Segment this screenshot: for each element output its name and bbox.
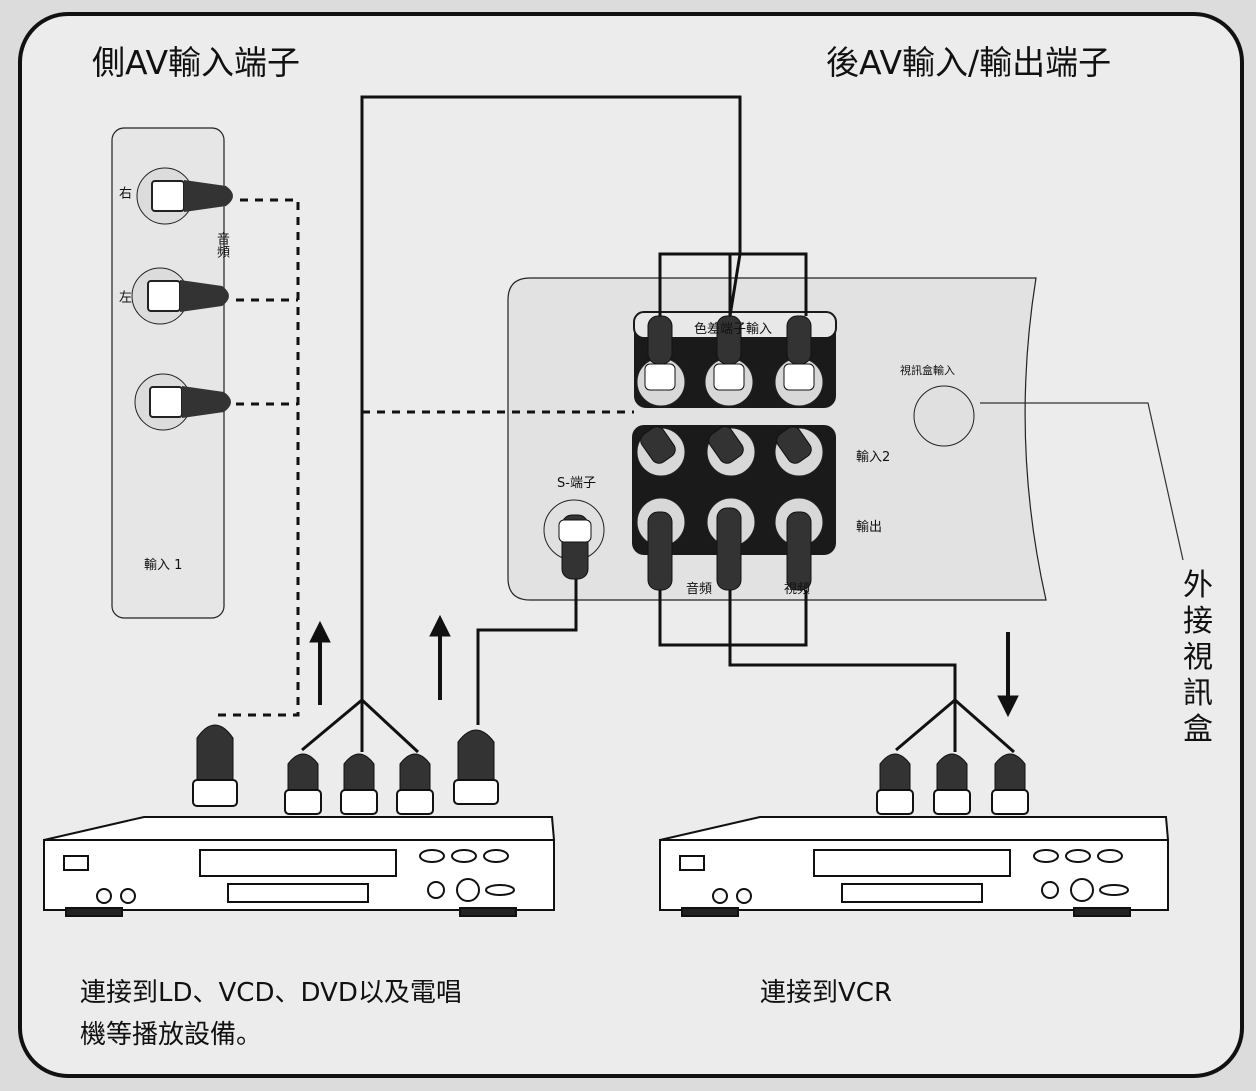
player-device [43,816,556,917]
output-label: 輸出 [856,520,883,535]
s-terminal-label: S-端子 [557,476,596,491]
side-video-jack [134,373,231,431]
rear-audio-label: 音頻 [686,582,713,597]
side-av-title: 側AV輸入端子 [92,43,301,82]
side-audio-label: 音頻 [214,232,229,258]
side-input1-label: 輸入 1 [144,558,183,573]
external-settop-label: 外接視訊盒 [1183,568,1213,747]
side-right-label: 右 [116,186,131,199]
player-caption-line1: 連接到LD、VCD、DVD以及電唱 [80,978,462,1008]
side-audio-right-jack [136,167,233,225]
rear-video-label: 視頻 [784,582,811,597]
player-caption-line2: 機等播放設備。 [80,1020,263,1050]
side-left-label: 左 [116,290,131,303]
side-audio-left-jack [131,267,229,325]
vcr-caption: 連接到VCR [760,978,893,1008]
vcr-device [659,816,1170,917]
side-panel [111,127,225,619]
rear-av-title: 後AV輸入/輸出端子 [826,43,1112,82]
input2-label: 輸入2 [856,450,891,465]
settop-cable [980,402,1184,561]
component-input-label: 色差端子輸入 [694,322,773,337]
settop-input-label: 視訊盒輸入 [900,364,955,377]
